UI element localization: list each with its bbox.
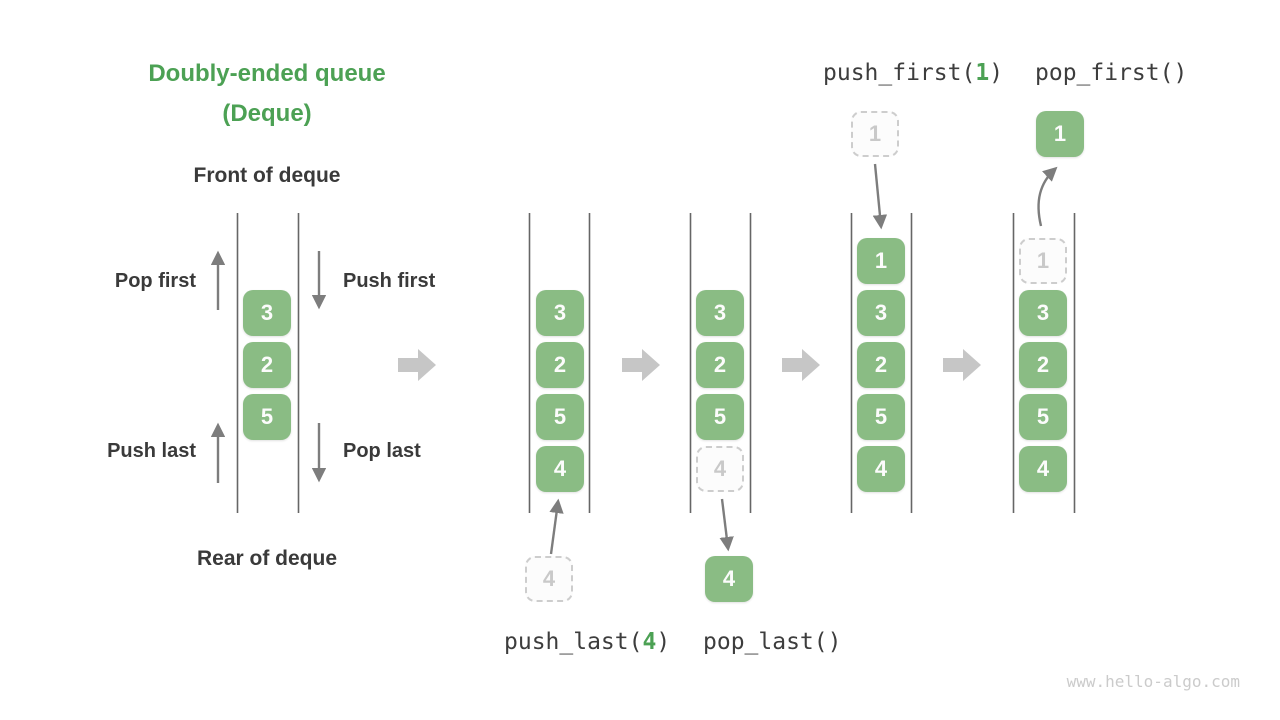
push-last-op-prefix: push_last( bbox=[504, 629, 643, 655]
deque-cell-ghost: 1 bbox=[1019, 238, 1067, 284]
deque-cell: 5 bbox=[857, 394, 905, 440]
deque-cell-ghost: 4 bbox=[696, 446, 744, 492]
push-first-side-label: Push first bbox=[343, 270, 436, 292]
queue-wall-lines bbox=[236, 213, 1076, 513]
push-first-op-prefix: push_first( bbox=[823, 60, 976, 86]
pop-first-side-label: Pop first bbox=[114, 270, 196, 292]
transition-arrow bbox=[622, 349, 660, 381]
deque-cell: 3 bbox=[243, 290, 291, 336]
deque-cell: 1 bbox=[1036, 111, 1084, 157]
deque-cell: 1 bbox=[857, 238, 905, 284]
push-last-op-suffix: ) bbox=[656, 629, 671, 655]
deque-cell: 2 bbox=[857, 342, 905, 388]
pop-last-op-label: pop_last() bbox=[703, 629, 842, 655]
push-first-op-suffix: ) bbox=[989, 60, 1004, 86]
front-of-deque-label: Front of deque bbox=[193, 164, 341, 187]
site-watermark: www.hello-algo.com bbox=[1066, 672, 1240, 691]
deque-cell: 4 bbox=[705, 556, 753, 602]
deque-cell: 5 bbox=[1019, 394, 1067, 440]
pop-last-remove-arrow bbox=[719, 498, 734, 552]
diagram-title-line2: (Deque) bbox=[222, 100, 312, 127]
diagram-title-line1: Doubly-ended queue bbox=[148, 60, 386, 87]
transition-arrow bbox=[782, 349, 820, 381]
deque-cell: 4 bbox=[1019, 446, 1067, 492]
deque-cell: 3 bbox=[1019, 290, 1067, 336]
deque-cell: 5 bbox=[696, 394, 744, 440]
deque-cell: 2 bbox=[243, 342, 291, 388]
push-first-insert-arrow bbox=[872, 163, 888, 230]
deque-cell: 2 bbox=[1019, 342, 1067, 388]
transition-arrow bbox=[398, 349, 436, 381]
deque-cell: 2 bbox=[696, 342, 744, 388]
deque-cell: 4 bbox=[857, 446, 905, 492]
deque-cell: 5 bbox=[536, 394, 584, 440]
transition-arrow bbox=[943, 349, 981, 381]
push-last-op-label: push_last(4) bbox=[504, 629, 670, 655]
push-last-op-arg: 4 bbox=[642, 629, 657, 655]
deque-cell-ghost: 4 bbox=[525, 556, 573, 602]
deque-cell: 2 bbox=[536, 342, 584, 388]
pop-last-side-label: Pop last bbox=[343, 440, 421, 462]
deque-cell: 3 bbox=[696, 290, 744, 336]
push-last-side-label: Push last bbox=[107, 440, 196, 462]
rear-of-deque-label: Rear of deque bbox=[196, 547, 338, 570]
deque-cell-ghost: 1 bbox=[851, 111, 899, 157]
deque-cell: 3 bbox=[536, 290, 584, 336]
push-first-op-arg: 1 bbox=[975, 60, 990, 86]
push-first-op-label: push_first(1) bbox=[823, 60, 1003, 86]
pop-first-remove-arrow bbox=[1037, 166, 1058, 227]
deque-cell: 3 bbox=[857, 290, 905, 336]
pop-first-op-label: pop_first() bbox=[1035, 60, 1188, 86]
push-last-insert-arrow bbox=[549, 498, 564, 555]
deque-cell: 4 bbox=[536, 446, 584, 492]
deque-cell: 5 bbox=[243, 394, 291, 440]
